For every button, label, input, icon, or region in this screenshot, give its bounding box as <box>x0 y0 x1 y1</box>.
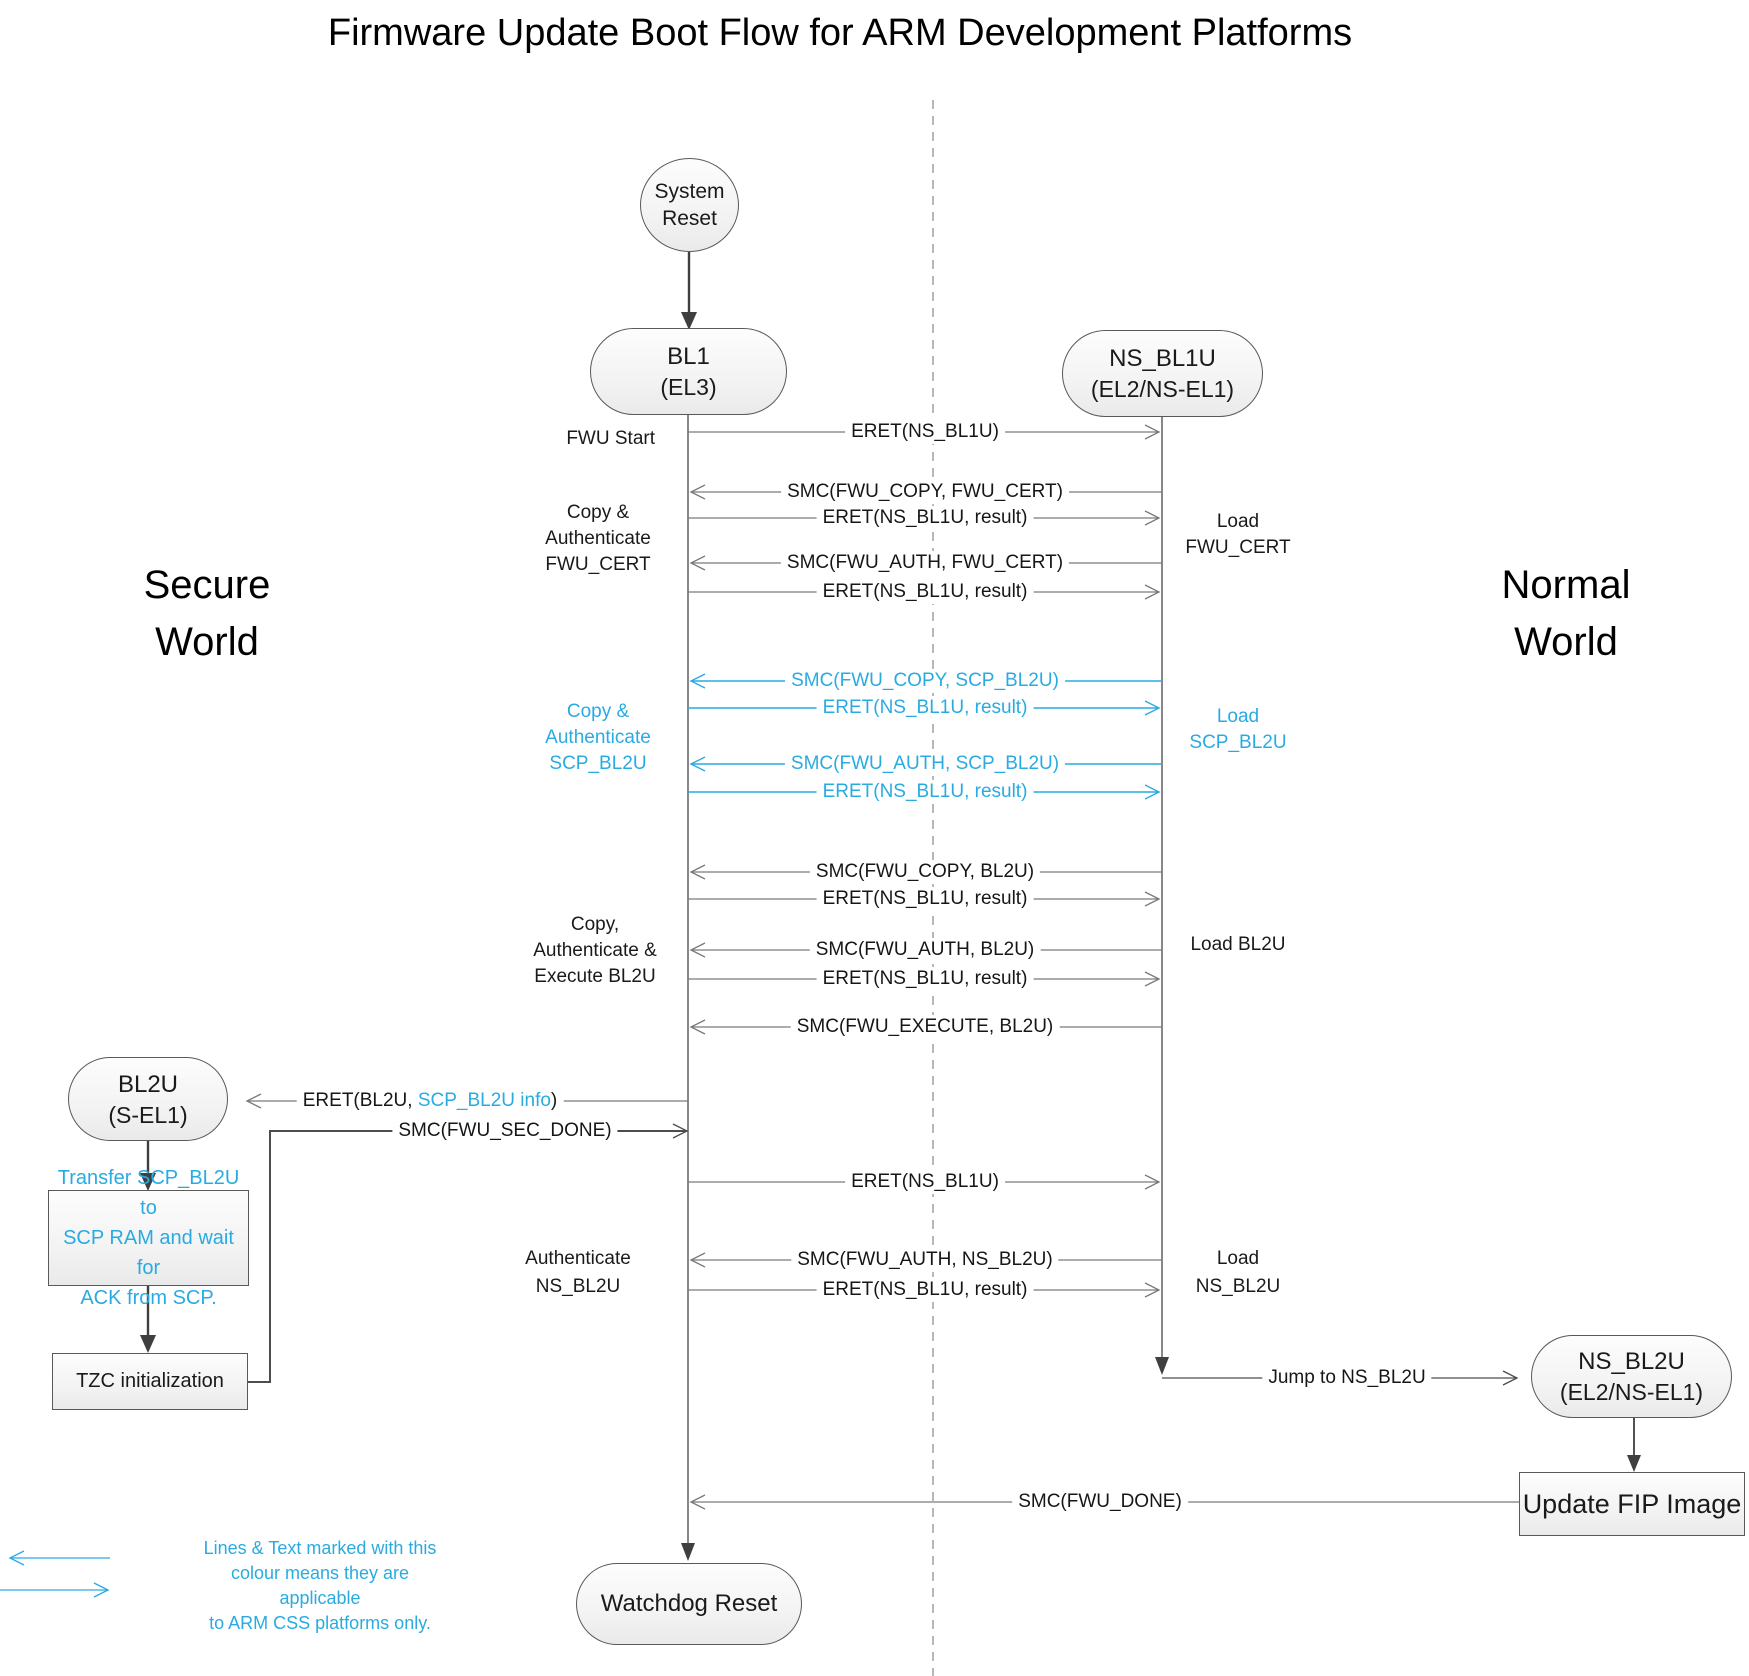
message-label: ERET(NS_BL1U, result) <box>816 967 1034 991</box>
bl1-lifeline-arrowhead <box>681 1543 695 1561</box>
smc-done-label: SMC(FWU_DONE) <box>1012 1490 1188 1514</box>
message-label: ERET(NS_BL1U, result) <box>816 506 1034 530</box>
label-copy-auth-fwu-cert: Copy & Authenticate FWU_CERT <box>545 502 651 575</box>
message-label: SMC(FWU_AUTH, BL2U) <box>809 938 1041 962</box>
node-bl2u: BL2U (S-EL1) <box>68 1057 228 1141</box>
label-auth-ns-bl2u: Authenticate NS_BL2U <box>525 1248 631 1297</box>
jump-ns-bl2u-label: Jump to NS_BL2U <box>1262 1366 1432 1390</box>
message-label: ERET(NS_BL1U, result) <box>816 1278 1034 1302</box>
node-ns-bl2u: NS_BL2U (EL2/NS-EL1) <box>1531 1335 1732 1418</box>
node-tzc-initialization: TZC initialization <box>52 1353 248 1410</box>
node-bl1: BL1 (EL3) <box>590 328 787 415</box>
message-label-css-only: SMC(FWU_COPY, SCP_BL2U) <box>785 669 1065 693</box>
label-load-scp-bl2u: Load SCP_BL2U <box>1189 706 1287 753</box>
secure-world-label: Secure World <box>143 563 271 664</box>
legend-note: Lines & Text marked with this colour mea… <box>203 1538 437 1633</box>
message-label-css-only: ERET(NS_BL1U, result) <box>816 780 1034 804</box>
label-fwu-start: FWU Start <box>566 428 655 449</box>
message-label: SMC(FWU_EXECUTE, BL2U) <box>790 1015 1060 1039</box>
message-label-css-only: SMC(FWU_AUTH, SCP_BL2U) <box>784 752 1066 776</box>
label-copy-auth-exec-bl2u: Copy, Authenticate & Execute BL2U <box>533 914 657 987</box>
normal-world-label: Normal World <box>1501 563 1631 664</box>
ns-bl1u-lifeline-arrowhead <box>1155 1357 1169 1375</box>
message-label: SMC(FWU_AUTH, FWU_CERT) <box>780 551 1070 575</box>
label-copy-auth-scp-bl2u: Copy & Authenticate SCP_BL2U <box>545 701 651 774</box>
node-update-fip-image: Update FIP Image <box>1519 1472 1745 1536</box>
message-label-css-only: ERET(NS_BL1U, result) <box>816 696 1034 720</box>
node-ns-bl1u: NS_BL1U (EL2/NS-EL1) <box>1062 330 1263 417</box>
message-label: ERET(NS_BL1U, result) <box>816 580 1034 604</box>
label-load-bl2u: Load BL2U <box>1190 934 1286 955</box>
page-title: Firmware Update Boot Flow for ARM Develo… <box>327 12 1353 54</box>
message-label: ERET(NS_BL1U) <box>845 1170 1005 1194</box>
message-label: SMC(FWU_COPY, BL2U) <box>809 860 1041 884</box>
node-system-reset: System Reset <box>640 158 739 252</box>
message-label: ERET(NS_BL1U, result) <box>816 887 1034 911</box>
message-label: ERET(NS_BL1U) <box>845 420 1005 444</box>
node-transfer-scp-bl2u: Transfer SCP_BL2U to SCP RAM and wait fo… <box>48 1167 249 1309</box>
message-label: SMC(FWU_AUTH, NS_BL2U) <box>791 1248 1059 1272</box>
eret-bl2u-label: ERET(BL2U, SCP_BL2U info) <box>296 1089 564 1113</box>
message-label: SMC(FWU_COPY, FWU_CERT) <box>781 480 1069 504</box>
node-watchdog-reset: Watchdog Reset <box>576 1563 802 1645</box>
label-load-ns-bl2u: Load NS_BL2U <box>1195 1248 1281 1297</box>
legend-arrows <box>0 1550 110 1598</box>
label-load-fwu-cert: Load FWU_CERT <box>1185 511 1291 558</box>
smc-sec-done-label: SMC(FWU_SEC_DONE) <box>392 1119 618 1143</box>
